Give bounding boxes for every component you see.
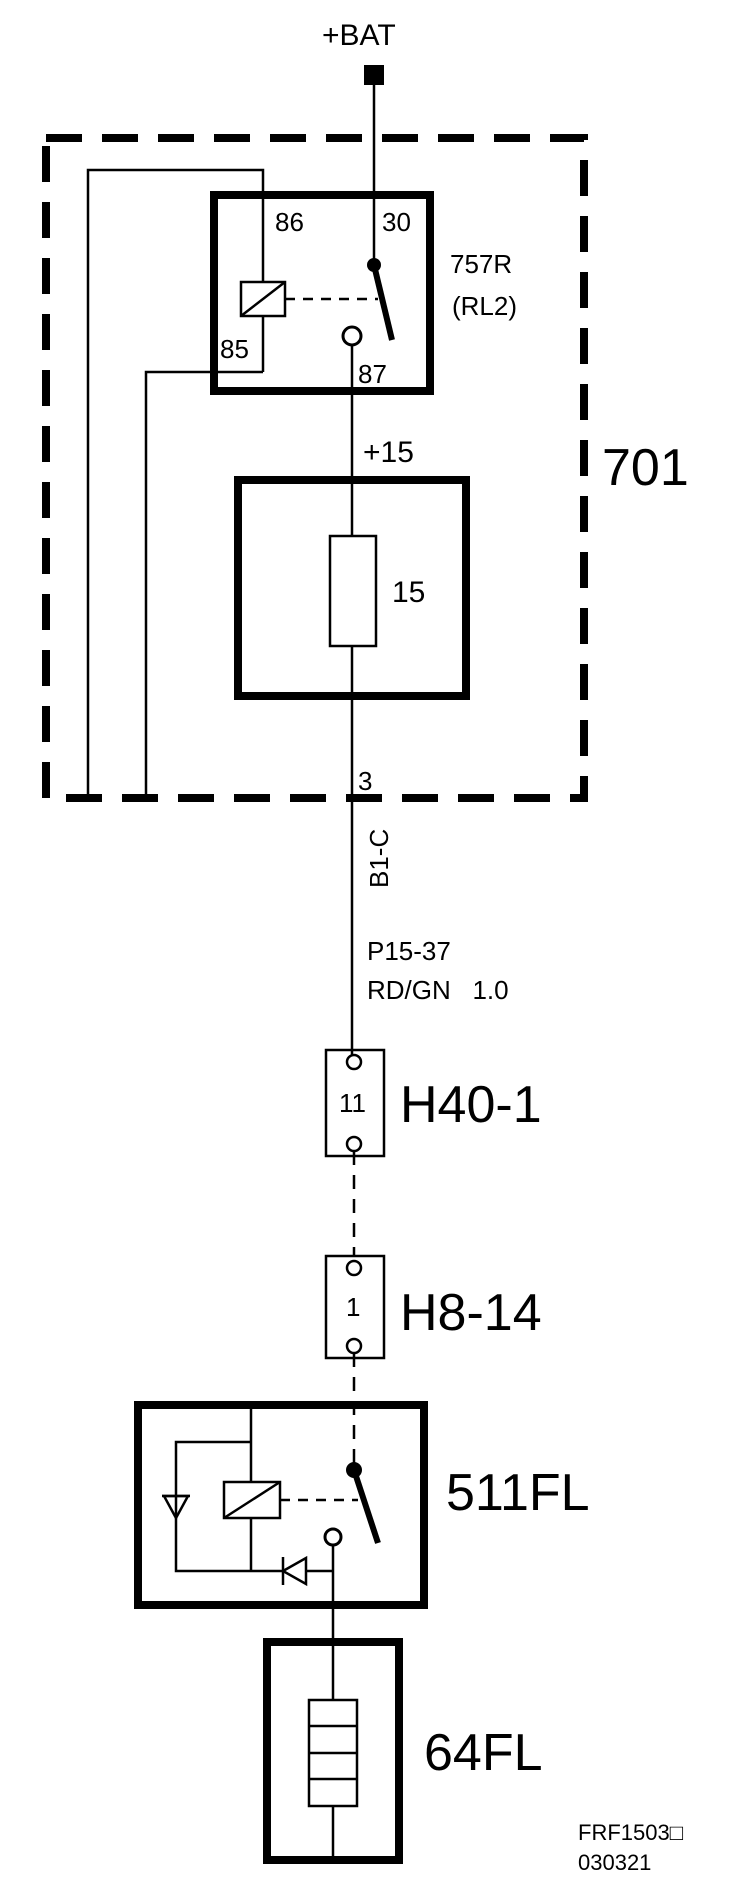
h8-14-bottom-pin [345,1337,363,1355]
plus15-label: +15 [363,436,414,469]
relay-511fl [134,1401,428,1609]
wire-code-label: P15-37 [367,936,451,966]
pin-30-label: 30 [382,207,411,237]
relay-511fl-switch [351,1469,381,1544]
wire-spec-label: RD/GN 1.0 [367,975,509,1005]
box-701 [42,134,588,802]
wire-85-loop [144,370,214,798]
relay-757r-sub: (RL2) [452,291,517,321]
wire-86-loop [86,168,265,798]
bat-label: +BAT [322,19,396,52]
reference-code: FRF1503□ [578,1820,683,1845]
pin-86-label: 86 [275,207,304,237]
h8-14-pin-label: 1 [346,1292,360,1322]
relay-757r-id: 757R [450,249,512,279]
h8-14-id: H8-14 [400,1284,542,1342]
reference-date: 030321 [578,1850,651,1875]
pin-85-label: 85 [220,334,249,364]
fuse-element [328,534,378,648]
h40-1-pin-label: 11 [339,1088,366,1118]
relay-757r [210,191,434,395]
coil-diagonal [240,281,286,317]
fuse-label: 15 [392,576,425,609]
relay-511fl-contact [323,1527,343,1547]
h8-14-top-pin [345,1259,363,1277]
relay-511fl-coil-diag [223,1480,281,1520]
diode-loop [174,1440,251,1573]
pin-3-label: 3 [358,766,372,796]
bat-terminal [364,65,384,85]
b1c-label: B1-C [364,829,394,888]
load-64fl-id: 64FL [424,1724,543,1782]
h40-1-top-pin [345,1053,363,1071]
contact-87-ring [341,325,363,347]
output-diode [280,1555,308,1587]
relay-511fl-id: 511FL [446,1464,590,1522]
pin-87-label: 87 [358,359,387,389]
box-701-label: 701 [602,439,689,497]
relay-757r-switch [371,264,395,341]
h40-1-id: H40-1 [400,1076,542,1134]
h40-1-bottom-pin [345,1135,363,1153]
